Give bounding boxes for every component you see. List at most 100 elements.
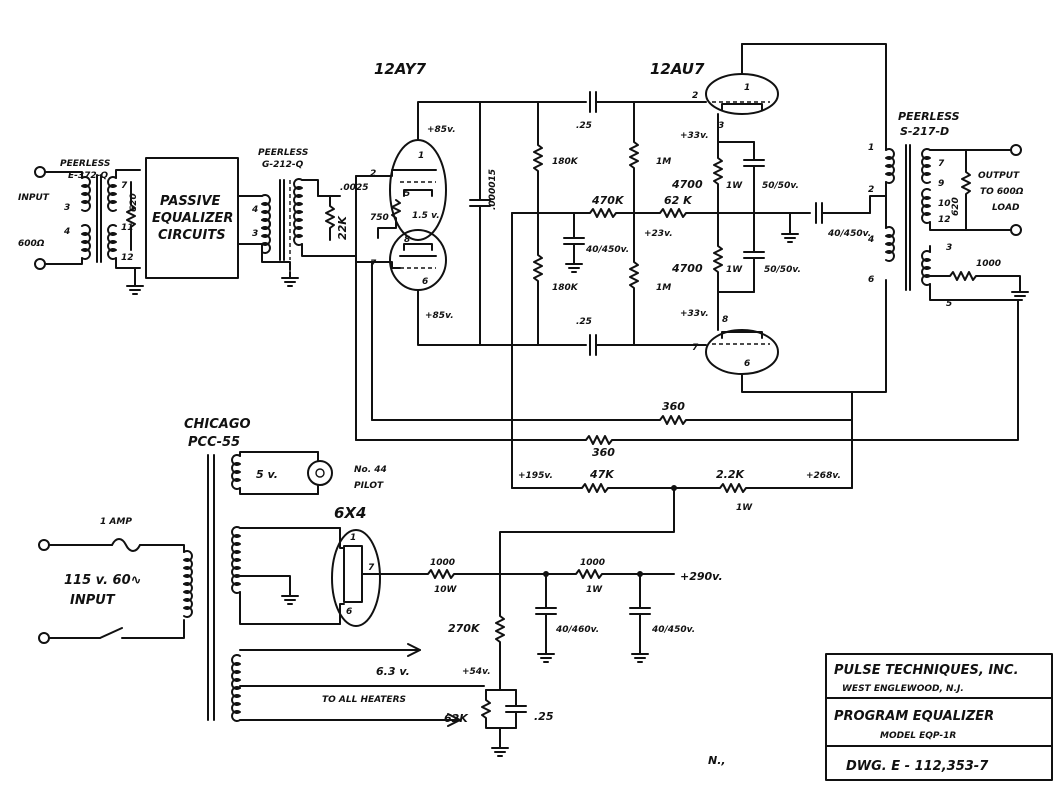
- output-label-3: LOAD: [992, 203, 1020, 213]
- pin-label: 7: [938, 159, 945, 169]
- title-block: PULSE TECHNIQUES, INC. WEST ENGLEWOOD, N…: [825, 653, 1053, 781]
- r1w-bottom: 1W: [726, 265, 743, 275]
- pilot-lamp-icon: [307, 460, 333, 486]
- passive-label-1: PASSIVE: [160, 194, 221, 209]
- pin-label: 5: [404, 189, 410, 199]
- pin-label: 2: [868, 185, 874, 195]
- resistor-1000-1w: 1000: [580, 558, 605, 568]
- cap-0025-label: .0025: [340, 183, 368, 193]
- input-label: INPUT: [18, 193, 50, 203]
- mains-label-2: INPUT: [70, 593, 116, 608]
- pilot-label-1: No. 44: [354, 465, 387, 475]
- pin-label: 2: [692, 91, 698, 101]
- pin-label: 1: [418, 151, 424, 161]
- feedback-routing: 360 360 +195v. 47K 2.2K 1W +268v.: [355, 391, 853, 576]
- mains-terminal-bottom[interactable]: [38, 632, 50, 644]
- voltage-54: +54v.: [462, 667, 491, 677]
- v2-cathode-voltage: +33v.: [680, 131, 709, 141]
- mains-label-1: 115 v. 60∿: [64, 573, 142, 588]
- pin-label: 7: [121, 181, 128, 191]
- cap-25-bias: .25: [534, 710, 554, 723]
- pin-label: 9: [938, 179, 944, 189]
- pin-label: 3: [946, 243, 952, 253]
- voltage-290: +290v.: [680, 570, 723, 583]
- pin-label: 1: [744, 83, 750, 93]
- input-term-resistor: 620: [129, 193, 139, 212]
- resistor-1m-top: 1M: [656, 157, 671, 167]
- pin-label: 10: [938, 199, 951, 209]
- resistor-1000-10w: 1000: [430, 558, 455, 568]
- output-terminal-bottom[interactable]: [1010, 224, 1022, 236]
- tube-6x4-label: 6X4: [334, 504, 366, 522]
- pin-label: 5: [946, 299, 952, 309]
- input-impedance: 600Ω: [18, 239, 45, 249]
- bias-1-5v: 1.5 v.: [412, 211, 440, 221]
- resistor-180k-top: 180K: [552, 157, 579, 167]
- company-name: PULSE TECHNIQUES, INC.: [834, 663, 1019, 678]
- mains-terminal-top[interactable]: [38, 539, 50, 551]
- input-section: INPUT 600Ω PEERLESS E-372-Q 620 7 11 12 …: [18, 159, 144, 295]
- pin-label: 4: [63, 227, 70, 237]
- interstage-transformer: PEERLESS G-212-Q 4 3 .0025 22K: [251, 148, 368, 287]
- pin-label: 12: [121, 253, 134, 263]
- resistor-270k: 270K: [448, 622, 481, 635]
- input-terminal-bottom[interactable]: [34, 258, 46, 270]
- pin-label: 3: [252, 229, 258, 239]
- voltage-23: +23v.: [644, 229, 673, 239]
- pin-label: 6: [422, 277, 428, 287]
- pin-label: 8: [404, 235, 410, 245]
- heater-voltage: 6.3 v.: [376, 665, 410, 678]
- interstage-make: PEERLESS: [258, 148, 308, 158]
- drawing-number: DWG. E - 112,353-7: [846, 759, 989, 774]
- pin-label: 11: [121, 223, 134, 233]
- resistor-1m-bottom: 1M: [656, 283, 671, 293]
- pin-label: 3: [64, 203, 70, 213]
- company-location: WEST ENGLEWOOD, N.J.: [842, 684, 964, 694]
- cap-25-top: .25: [576, 121, 592, 131]
- cap-40-450: 40/450v.: [585, 245, 629, 255]
- output-label-1: OUTPUT: [978, 171, 1020, 181]
- resistor-360-bottom: 360: [592, 446, 615, 459]
- v1-plate-voltage-2: +85v.: [425, 311, 454, 321]
- product-model: MODEL EQP-1R: [880, 731, 956, 741]
- power-model: PCC-55: [188, 435, 240, 450]
- power-supply: CHICAGO PCC-55 1 AMP 115 v. 60∿ INPUT 5 …: [38, 417, 726, 767]
- resistor-4700-bottom: 4700: [671, 262, 703, 275]
- resistor-62k: 62 K: [664, 194, 693, 207]
- pin-label: 1: [868, 143, 874, 153]
- output-model: S-217-D: [900, 125, 949, 138]
- cap-000015: .000015: [469, 101, 498, 346]
- output-transformer: PEERLESS S-217-D 1 2 4 6 620 OUTPUT TO 6…: [851, 110, 1029, 441]
- pin-label: 2: [370, 169, 376, 179]
- cap-50-bottom: 50/50v.: [764, 265, 801, 275]
- heaters-label: TO ALL HEATERS: [322, 695, 406, 705]
- product-name: PROGRAM EQUALIZER: [834, 709, 994, 724]
- out-1000: 1000: [976, 259, 1001, 269]
- out-620: 620: [951, 197, 961, 216]
- input-xfmr-make: PEERLESS: [60, 159, 110, 169]
- pin-label: 3: [718, 121, 724, 131]
- tube-12au7: 12AU7 1 2 3 7 8 6 +33v. +33v. 4700 4700 …: [650, 43, 887, 393]
- passive-equalizer-block: PASSIVE EQUALIZER CIRCUITS: [145, 157, 263, 279]
- output-terminal-top[interactable]: [1010, 144, 1022, 156]
- resistor-2-2k-watt: 1W: [736, 503, 753, 513]
- pilot-voltage: 5 v.: [256, 468, 278, 481]
- resistor-470k: 470K: [591, 194, 625, 207]
- resistor-2-2k: 2.2K: [716, 468, 745, 481]
- output-make: PEERLESS: [898, 110, 960, 123]
- cap-40-450-2: 40/450v.: [651, 625, 695, 635]
- resistor-10w: 10W: [434, 585, 458, 595]
- input-xfmr-model: E-372-Q: [68, 171, 108, 181]
- cap-000015-label: .000015: [488, 169, 498, 210]
- pin-label: 4: [251, 205, 258, 215]
- pin-label: 6: [744, 359, 750, 369]
- input-terminal-top[interactable]: [34, 166, 46, 178]
- pin-label: 7: [370, 259, 377, 269]
- cap-25-bottom: .25: [576, 317, 592, 327]
- pilot-label-2: PILOT: [354, 481, 384, 491]
- pin-label: 7: [692, 343, 699, 353]
- voltage-195: +195v.: [518, 471, 553, 481]
- v2-cathode-voltage-2: +33v.: [680, 309, 709, 319]
- output-label-2: TO 600Ω: [980, 187, 1024, 197]
